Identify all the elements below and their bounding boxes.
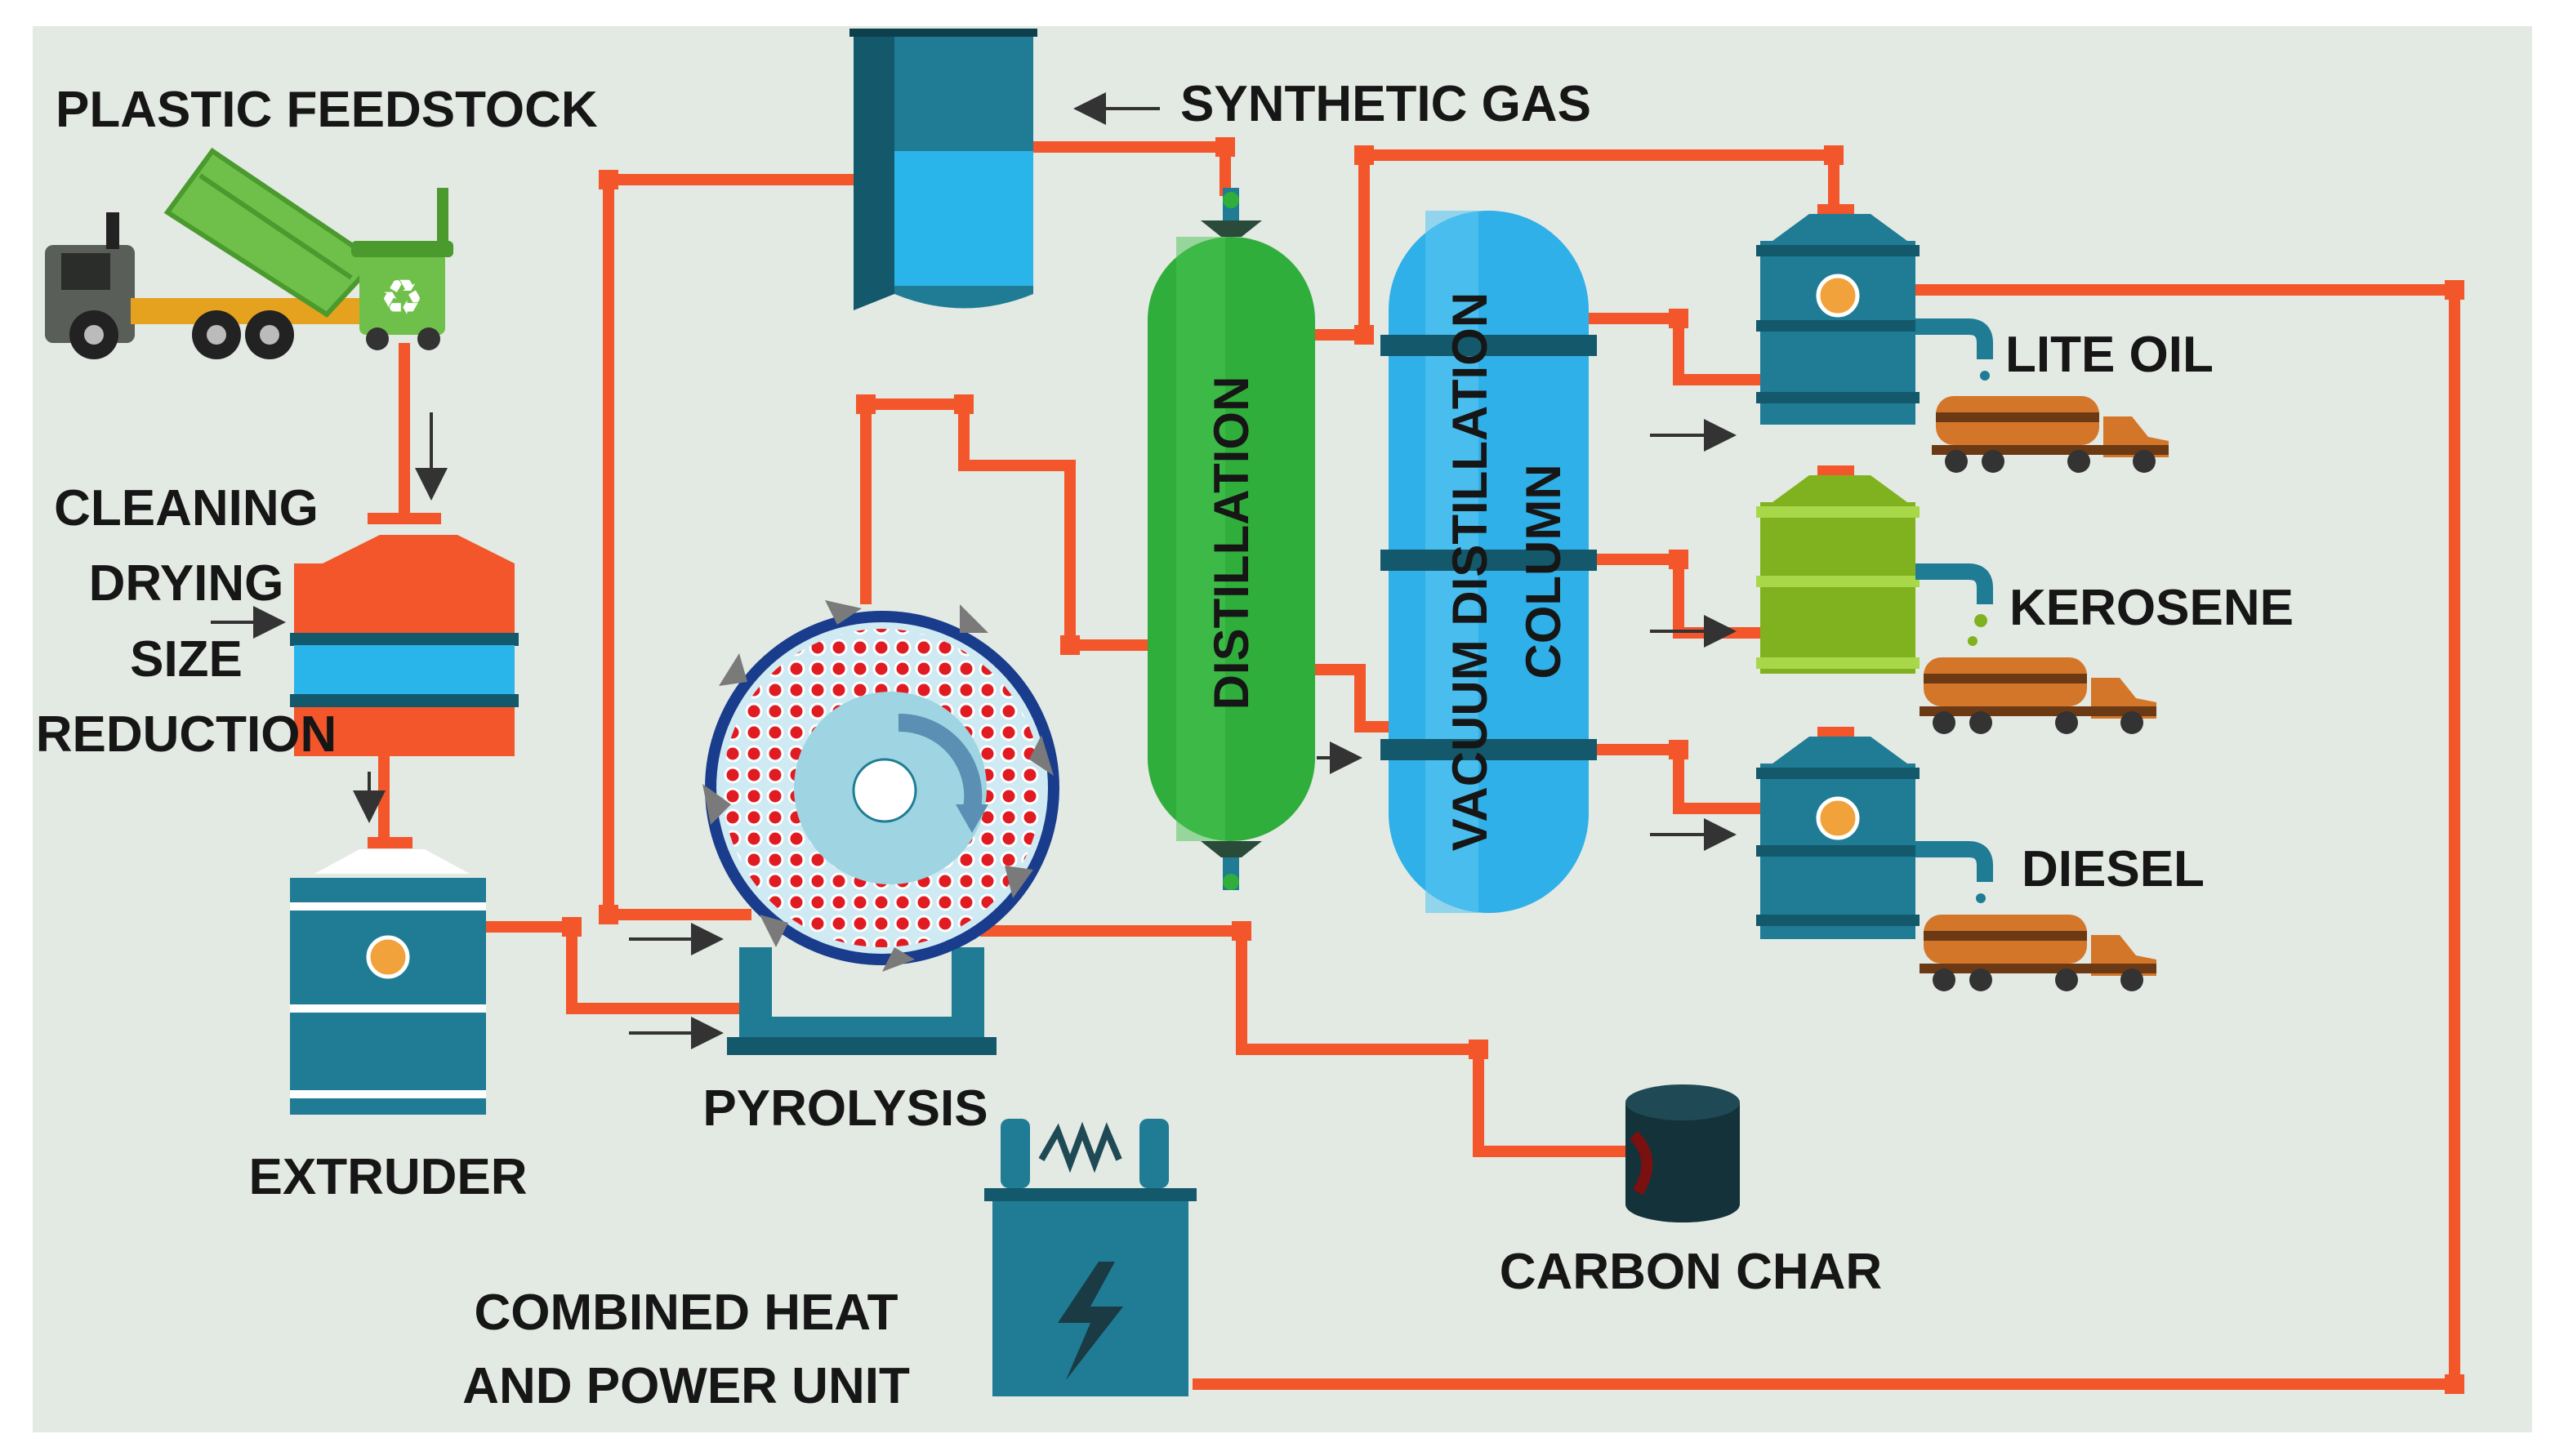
svg-text:SIZE: SIZE (130, 631, 243, 688)
tanker-truck-icon (1932, 396, 2169, 473)
dump-truck-icon (45, 147, 380, 359)
chp-unit (984, 1119, 1197, 1396)
carbon-char-container (1625, 1084, 1740, 1222)
pipe-extruder-to-pyrolysis (486, 921, 743, 1014)
pipe-gas-recycle (603, 174, 854, 920)
svg-text:♻: ♻ (380, 270, 424, 325)
extruder-tank (290, 837, 486, 1115)
tanker-truck-icon (1920, 657, 2156, 734)
label-distillation: DISTILLATION (1204, 376, 1259, 710)
pipe-liteoil-to-chp (1193, 284, 2460, 1390)
distillation-column (1148, 188, 1315, 890)
svg-text:COLUMN: COLUMN (1516, 464, 1571, 679)
pipe-joints (562, 137, 2464, 1394)
pipe-vacuum-to-liteoil (1589, 313, 1764, 385)
label-plastic-feedstock: PLASTIC FEEDSTOCK (56, 82, 598, 138)
svg-text:DRYING: DRYING (89, 555, 284, 612)
svg-text:REDUCTION: REDUCTION (36, 706, 337, 763)
vacuum-distillation-column (1380, 211, 1597, 913)
label-synthetic-gas: SYNTHETIC GAS (1180, 76, 1591, 132)
label-vacuum-distillation: VACUUM DISTILLATION COLUMN (1442, 292, 1571, 851)
tanker-truck-icon (1920, 915, 2156, 991)
recycle-bin-icon: ♻ (351, 188, 453, 350)
diesel-tank (1756, 727, 1993, 939)
label-extruder: EXTRUDER (248, 1149, 527, 1205)
coil-icon (1038, 1121, 1122, 1173)
label-lite-oil: LITE OIL (2005, 327, 2214, 383)
svg-text:CLEANING: CLEANING (54, 480, 319, 537)
label-kerosene: KEROSENE (2009, 580, 2294, 636)
kerosene-tank (1756, 465, 1993, 674)
label-diesel: DIESEL (2022, 841, 2205, 897)
svg-text:VACUUM DISTILLATION: VACUUM DISTILLATION (1442, 292, 1497, 851)
lightning-icon (1058, 1262, 1123, 1380)
label-pyrolysis: PYROLYSIS (702, 1080, 988, 1137)
label-chp: COMBINED HEAT AND POWER UNIT (462, 1285, 910, 1414)
lite-oil-tank (1756, 204, 1993, 425)
cleaning-drying-tank (290, 513, 519, 756)
pyrolysis-reactor (702, 600, 1059, 1055)
svg-text:COMBINED HEAT: COMBINED HEAT (475, 1285, 898, 1341)
svg-text:AND POWER UNIT: AND POWER UNIT (462, 1358, 910, 1414)
pipe-vacuum-to-diesel (1589, 744, 1764, 814)
pipe-distillation-to-vacuum (1315, 664, 1389, 732)
synthetic-gas-tank (849, 29, 1037, 310)
pipe-pyrolysis-to-char (980, 925, 1634, 1157)
label-carbon-char: CARBON CHAR (1500, 1244, 1882, 1300)
label-cleaning-drying: CLEANING DRYING SIZE REDUCTION (36, 480, 337, 763)
